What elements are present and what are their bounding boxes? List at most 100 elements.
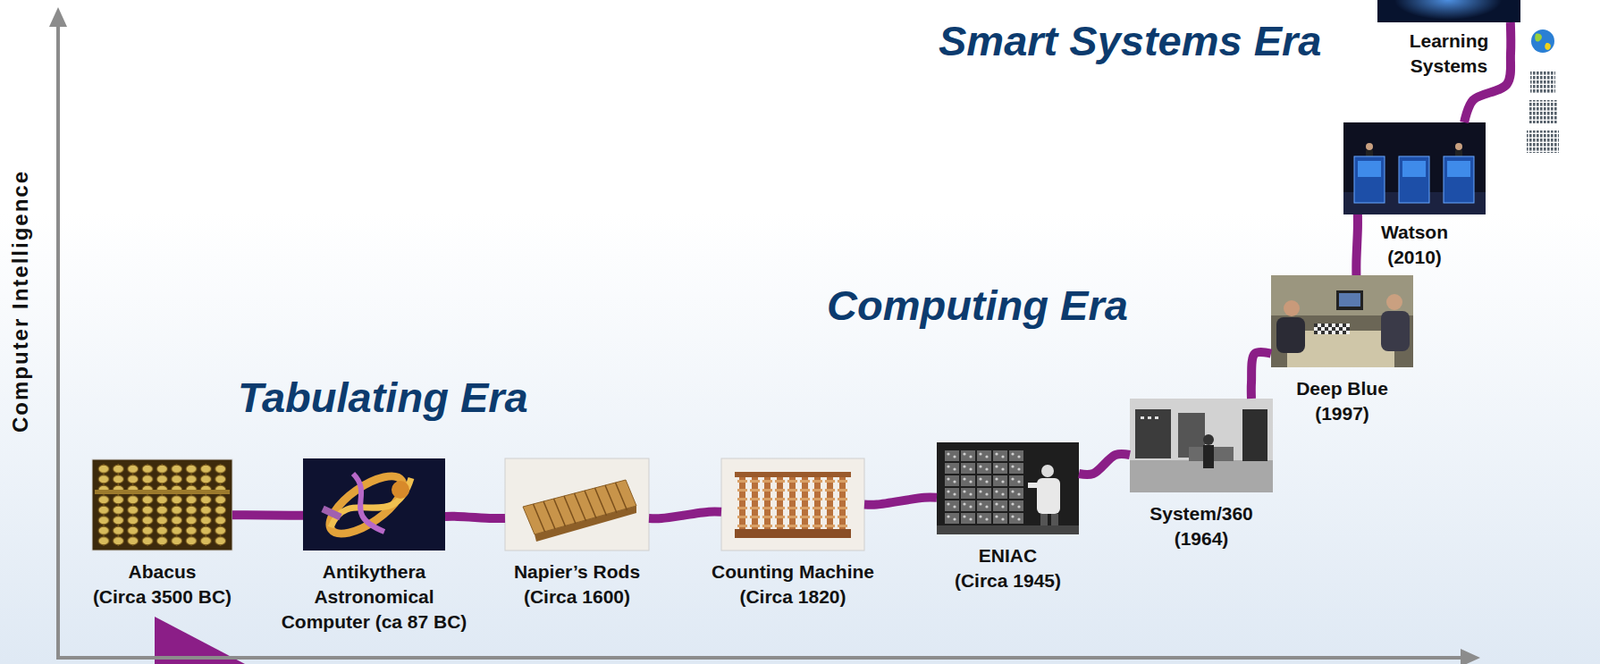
timeline-curve <box>445 516 506 519</box>
picture-frame: Counting Machine (Circa 1820) <box>721 458 865 551</box>
eniac-picture <box>936 525 1079 535</box>
watson-picture <box>1365 143 1373 151</box>
caption: Counting Machine (Circa 1820) <box>697 559 890 610</box>
era-label: Tabulating Era <box>237 372 529 423</box>
system-360-picture <box>1147 416 1152 420</box>
deep-blue-picture <box>1381 311 1410 352</box>
line-spacer <box>88 559 109 561</box>
caption: Abacus (Circa 3500 BC) <box>88 559 236 610</box>
timeline-curve <box>864 497 937 506</box>
napier-rods-picture <box>533 504 546 532</box>
deep-blue-picture <box>1313 323 1350 335</box>
counting-machine-picture <box>721 458 865 551</box>
abacus-picture <box>96 463 228 547</box>
deep-blue-picture <box>1271 275 1414 316</box>
caption-block: Watson (2010) <box>1365 219 1465 270</box>
line-spacer <box>1057 543 1076 545</box>
napier-rods-picture <box>505 458 649 551</box>
picture-frame: Deep Blue (1997) <box>1271 275 1414 368</box>
picture-frame: Watson (2010) <box>1343 122 1486 215</box>
antikythera-picture <box>391 480 410 499</box>
antikythera-picture <box>303 458 446 551</box>
line-spacer <box>941 543 960 545</box>
picture-frame: System/360 (1964) <box>1129 398 1273 493</box>
eniac-picture <box>1051 513 1059 526</box>
caption-block: System/360 (1964) <box>1134 501 1269 552</box>
system-360-picture <box>1129 398 1273 493</box>
line-spacer <box>216 559 236 561</box>
watson-picture <box>1354 156 1385 203</box>
napier-rods-picture <box>615 482 628 511</box>
watson-picture <box>1447 160 1471 177</box>
antikythera-picture <box>330 478 412 528</box>
system-360-picture <box>1242 409 1268 462</box>
x-axis-arrowhead <box>1460 648 1481 664</box>
caption: Learning Systems <box>1390 28 1508 79</box>
napier-rods-picture <box>605 485 617 514</box>
y-axis <box>56 23 60 660</box>
napier-rods-picture <box>534 505 637 542</box>
napier-rods-picture <box>595 488 607 516</box>
axis-title: Computer Intelligence <box>8 169 34 433</box>
picture-frame: Learning Systems <box>1377 0 1521 23</box>
system-360-picture <box>1203 434 1214 446</box>
caption-block: Deep Blue (1997) <box>1280 376 1406 427</box>
eniac-picture <box>1041 464 1054 478</box>
deep-blue-picture <box>1271 275 1414 368</box>
timeline-curve <box>232 510 304 521</box>
counting-machine-picture <box>736 477 850 530</box>
deep-blue-picture <box>1338 293 1361 307</box>
era-label: Computing Era <box>826 280 1129 331</box>
antikythera-picture <box>353 473 385 532</box>
eniac-picture <box>943 449 1025 526</box>
abacus-picture <box>92 459 233 551</box>
caption: ENIAC (Circa 1945) <box>941 543 1076 594</box>
learning-systems-picture <box>1377 0 1521 23</box>
napier-rods-picture <box>574 493 587 522</box>
caption-block: Counting Machine (Circa 1820) <box>697 559 890 610</box>
napier-rods-picture <box>505 458 649 551</box>
caption-block: Napier’s Rods (Circa 1600) <box>501 559 654 610</box>
watson-picture <box>1343 122 1486 215</box>
watson-picture <box>1398 156 1430 203</box>
caption: System/360 (1964) <box>1134 501 1269 552</box>
napier-rods-picture <box>564 496 576 524</box>
napier-rods-picture <box>584 490 597 519</box>
system-360-picture <box>1129 398 1273 493</box>
counting-machine-picture <box>734 471 851 478</box>
napier-rods-picture <box>554 498 566 527</box>
picture-frame: Napier’s Rods (Circa 1600) <box>505 458 649 551</box>
timeline-curve <box>648 512 722 520</box>
picture-frame: Abacus (Circa 3500 BC) <box>92 459 233 551</box>
caption: Antikythera Astronomical Computer (ca 87… <box>273 559 475 635</box>
y-axis-arrowhead <box>49 7 68 27</box>
company-logo <box>1544 42 1551 51</box>
watson-picture <box>1402 160 1426 177</box>
caption: Napier’s Rods (Circa 1600) <box>501 559 654 610</box>
system-360-picture <box>1203 445 1214 469</box>
deep-blue-picture <box>1271 275 1414 368</box>
eniac-picture <box>1027 482 1041 489</box>
counting-machine-picture <box>734 529 851 539</box>
eniac-picture <box>1040 513 1048 526</box>
learning-systems-picture <box>1377 0 1521 23</box>
watson-picture <box>1357 160 1382 177</box>
caption-block: Learning Systems <box>1390 28 1508 79</box>
company-logo <box>1528 100 1558 124</box>
timeline-curve <box>1078 454 1130 475</box>
x-axis <box>56 656 1463 660</box>
napier-rods-picture <box>543 501 556 530</box>
picture-frame: ENIAC (Circa 1945) <box>936 442 1079 535</box>
connector-layer <box>232 22 1511 519</box>
system-360-picture <box>1140 416 1145 420</box>
caption: Deep Blue (1997) <box>1280 376 1406 427</box>
timeline-curve <box>1251 352 1272 399</box>
caption-block: Antikythera Astronomical Computer (ca 87… <box>273 559 475 635</box>
antikythera-picture <box>320 465 413 545</box>
watson-picture <box>1455 143 1463 151</box>
picture-frame: Antikythera Astronomical Computer (ca 87… <box>303 458 446 551</box>
watson-picture <box>1443 156 1474 203</box>
napier-rods-picture <box>533 482 628 532</box>
eniac-picture <box>936 442 1079 535</box>
caption: Watson (2010) <box>1365 219 1465 270</box>
